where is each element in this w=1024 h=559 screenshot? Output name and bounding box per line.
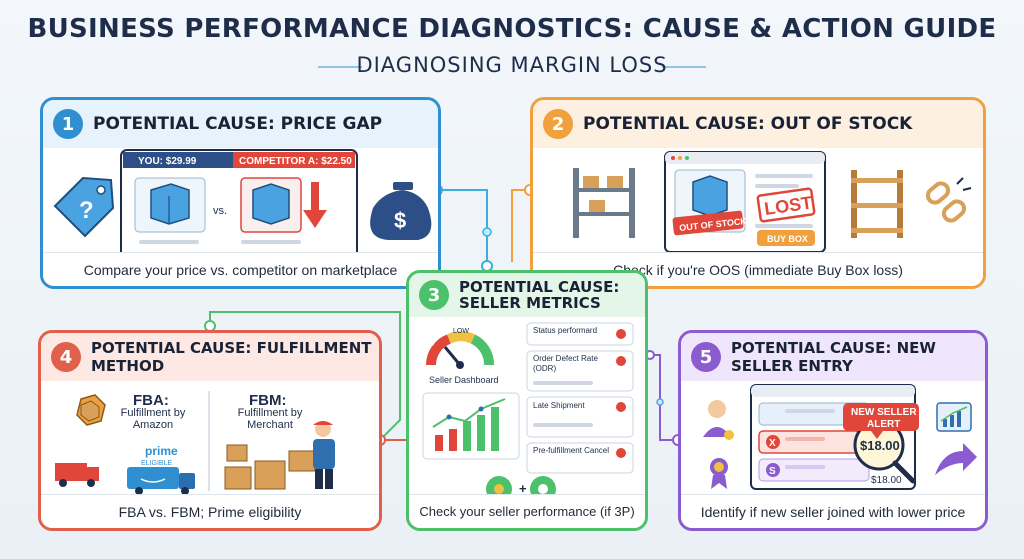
amazon-van-icon xyxy=(127,467,195,495)
card-number-badge: 1 xyxy=(53,109,83,139)
card-header: 2 POTENTIAL CAUSE: OUT OF STOCK xyxy=(533,100,983,148)
card-title: POTENTIAL CAUSE: OUT OF STOCK xyxy=(583,114,913,134)
out-of-stock-illustration: OUT OF STOCK LOST BUY BOX xyxy=(573,151,972,253)
metric-label-3: Late Shipment xyxy=(533,401,585,410)
metric-row-3 xyxy=(526,396,634,438)
card-title: POTENTIAL CAUSE: FULFILLMENT METHOD xyxy=(91,339,372,375)
fulfillment-illustration: FBA: Fulfillment by Amazon prime ELIGIBL… xyxy=(55,391,335,495)
card-footer: Compare your price vs. competitor on mar… xyxy=(43,252,438,286)
seller-x-initial: X xyxy=(769,438,776,449)
gauge-icon xyxy=(426,331,494,369)
card-header: 1 POTENTIAL CAUSE: PRICE GAP xyxy=(43,100,438,148)
alert-line2-text: ALERT xyxy=(867,419,900,430)
card-footer: Check your seller performance (if 3P) xyxy=(409,494,645,528)
seller-metrics-illustration: LOW LOW Seller Dashboard xyxy=(422,322,634,502)
card-title-line1: POTENTIAL CAUSE: xyxy=(459,278,620,296)
curved-arrow-icon xyxy=(935,443,977,475)
dollar-sign-text: $ xyxy=(394,208,406,233)
prime-eligible-text: ELIGIBLE xyxy=(141,460,172,467)
tag-question-text: ? xyxy=(79,197,94,224)
seller-s-initial: S xyxy=(769,466,776,477)
you-price-text: YOU: $29.99 xyxy=(138,156,197,167)
competitor-price-text: COMPETITOR A: $22.50 xyxy=(239,156,352,167)
price-gap-illustration: ? YOU: $29.99 COMPETITOR A: $22.50 vs. xyxy=(53,149,432,256)
delivery-truck-icon xyxy=(55,463,99,487)
gauge-low-right: LOW xyxy=(453,328,469,335)
metric-row-2 xyxy=(526,350,634,392)
card-header: 3 POTENTIAL CAUSE: SELLER METRICS xyxy=(409,273,645,317)
metric-label-2: Order Defect Rate (ODR) xyxy=(533,354,598,373)
package-badge-icon xyxy=(76,394,106,426)
card-number-badge: 5 xyxy=(691,342,721,372)
card-number-badge: 3 xyxy=(419,280,449,310)
card-price-gap: 1 POTENTIAL CAUSE: PRICE GAP ? YOU: $29.… xyxy=(40,97,441,289)
new-seller-illustration: X S $18.00 $18.00 NEW SELLER ALERT xyxy=(703,384,977,490)
award-badge-icon xyxy=(710,458,728,489)
fba-title-text: FBA: xyxy=(133,392,169,409)
trend-chart-icon xyxy=(936,402,972,432)
warehouse-shelf-icon xyxy=(573,168,635,238)
card-number-badge: 2 xyxy=(543,109,573,139)
seller-avatar-icon xyxy=(703,400,734,440)
card-header: 4 POTENTIAL CAUSE: FULFILLMENT METHOD xyxy=(41,333,379,381)
alert-line1-text: NEW SELLER xyxy=(851,407,917,418)
money-bags-icon: $ xyxy=(370,182,432,240)
broken-chain-icon xyxy=(925,177,972,223)
page-subtitle: DIAGNOSING MARGIN LOSS xyxy=(356,53,668,77)
dashboard-label-text: Seller Dashboard xyxy=(429,375,499,385)
page-title: BUSINESS PERFORMANCE DIAGNOSTICS: CAUSE … xyxy=(27,14,997,44)
vs-text: vs. xyxy=(213,205,227,217)
card-header: 5 POTENTIAL CAUSE: NEW SELLER ENTRY xyxy=(681,333,985,381)
card-out-of-stock: 2 POTENTIAL CAUSE: OUT OF STOCK OUT OF S… xyxy=(530,97,986,289)
card-footer: Identify if new seller joined with lower… xyxy=(681,494,985,528)
subtitle-left-rule xyxy=(318,66,362,68)
card-title: POTENTIAL CAUSE: SELLER METRICS xyxy=(459,279,619,311)
small-price-text: $18.00 xyxy=(871,475,902,486)
metric-row-4 xyxy=(526,442,634,474)
big-price-text: $18.00 xyxy=(860,438,900,453)
card-number-badge: 4 xyxy=(51,342,81,372)
card-fulfillment-method: 4 POTENTIAL CAUSE: FULFILLMENT METHOD FB… xyxy=(38,330,382,531)
fbm-desc-text: Fulfillment by Merchant xyxy=(237,407,303,431)
your-product-box-icon xyxy=(134,177,206,233)
bar-chart-panel xyxy=(422,392,520,460)
boxes-icon xyxy=(224,444,316,490)
card-title: POTENTIAL CAUSE: NEW SELLER ENTRY xyxy=(731,339,936,375)
card-new-seller-entry: 5 POTENTIAL CAUSE: NEW SELLER ENTRY X S xyxy=(678,330,988,531)
buy-box-text: BUY BOX xyxy=(767,234,808,244)
down-arrow-icon xyxy=(303,182,327,228)
card-title: POTENTIAL CAUSE: PRICE GAP xyxy=(93,114,383,134)
fbm-title-text: FBM: xyxy=(249,392,287,409)
subtitle-right-rule xyxy=(662,66,706,68)
empty-shelf-icon xyxy=(851,170,903,238)
competitor-product-box-icon xyxy=(240,177,302,233)
metric-label-4: Pre-fulfillment Cancel xyxy=(533,446,610,455)
card-seller-metrics: 3 POTENTIAL CAUSE: SELLER METRICS LOW LO… xyxy=(406,270,648,531)
metric-row-1 xyxy=(526,322,634,346)
prime-text: prime xyxy=(145,444,178,458)
metric-label-1: Status performard xyxy=(533,326,598,335)
card-title-line2: SELLER METRICS xyxy=(459,294,601,312)
fba-desc-text: Fulfillment by Amazon xyxy=(120,407,186,431)
price-tag-icon: ? xyxy=(53,176,115,238)
plus-text: + xyxy=(519,481,527,496)
merchant-person-icon xyxy=(313,421,335,489)
card-footer: FBA vs. FBM; Prime eligibility xyxy=(41,494,379,528)
